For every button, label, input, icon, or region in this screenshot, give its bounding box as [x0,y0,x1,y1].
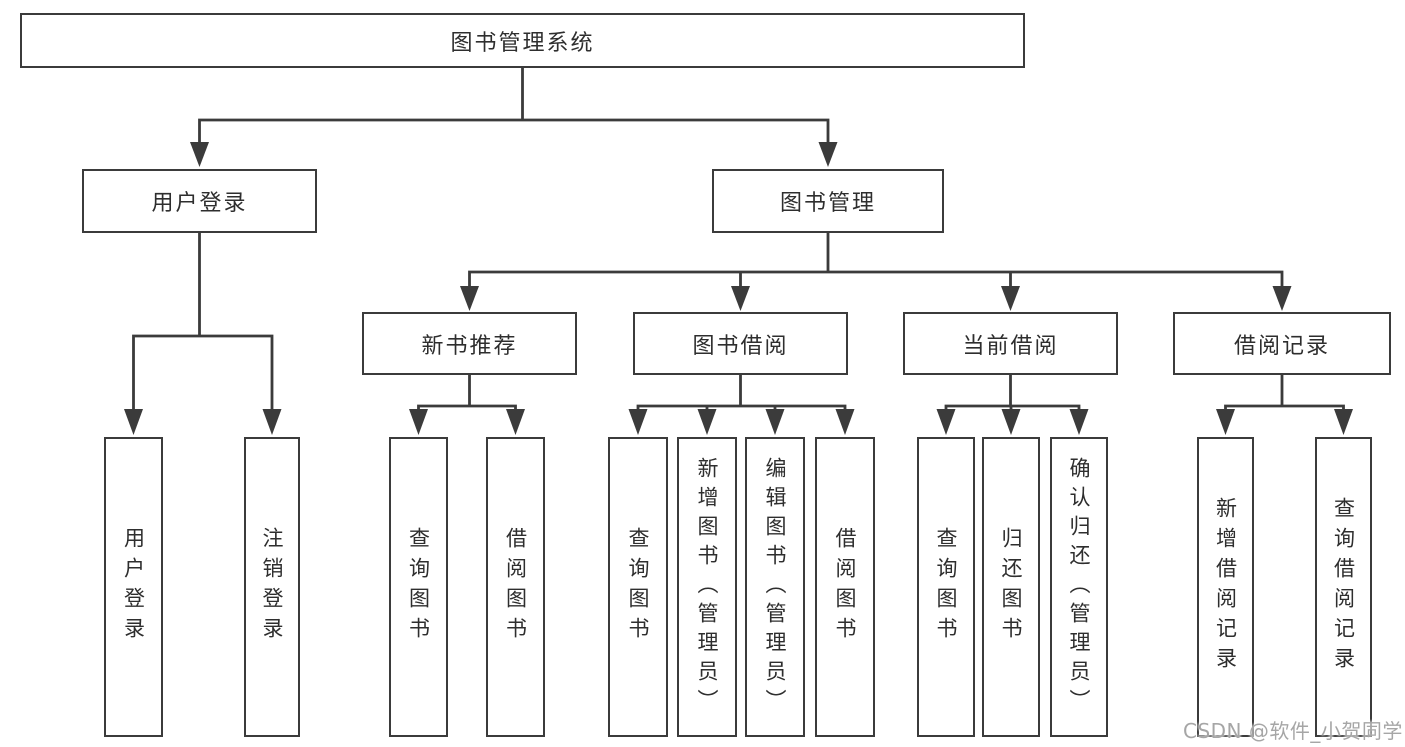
arrowhead [409,409,428,435]
leaf-label: 归还图书 [999,527,1023,647]
leaf-user-login: 用户登录 [104,437,163,737]
arrowhead [936,409,956,435]
leaf-label: 查询图书 [626,527,650,647]
connector-root-split [190,66,838,167]
arrowhead [697,409,717,435]
leaf-label: 新增借阅记录 [1213,497,1238,677]
arrowhead [1216,409,1235,435]
leaf-borrow-query: 查询图书 [608,437,668,737]
connector-user-login-split [124,231,282,435]
node-user-login-label: 用户登录 [151,191,248,216]
arrowhead [1001,409,1021,435]
arrowhead [506,409,525,435]
node-current-borrow: 当前借阅 [903,312,1118,375]
node-book-borrow: 图书借阅 [633,312,848,375]
arrowhead [460,286,479,311]
node-new-books-label: 新书推荐 [421,333,518,359]
connector-new-books-split [409,373,525,435]
leaf-label: 编辑图书（管理员） [763,456,787,718]
arrowhead [731,286,750,311]
leaf-records-query: 查询借阅记录 [1315,437,1372,737]
leaf-label: 借阅图书 [503,527,528,647]
arrowhead [262,409,282,435]
node-current-borrow-label: 当前借阅 [962,333,1059,359]
arrowhead [835,409,855,435]
leaf-label: 用户登录 [121,527,146,647]
node-borrow-records-label: 借阅记录 [1233,333,1330,359]
connector-book-borrow-split [628,373,855,435]
arrowhead [1334,409,1353,435]
leaf-current-return: 归还图书 [982,437,1040,737]
arrowhead [1001,286,1020,311]
arrowhead [1069,409,1089,435]
node-borrow-records: 借阅记录 [1173,312,1391,375]
connector-book-mgmt-split [460,231,1292,311]
leaf-current-confirm-admin: 确认归还（管理员） [1050,437,1108,737]
watermark-text: CSDN @软件_小贺同学 [1183,719,1403,743]
leaf-current-query: 查询图书 [917,437,975,737]
arrowhead [1272,286,1292,311]
leaf-label: 确认归还（管理员） [1067,456,1091,718]
arrowhead [190,142,209,167]
arrowhead [818,142,838,167]
leaf-borrow-book: 借阅图书 [815,437,875,737]
leaf-borrow-edit-admin: 编辑图书（管理员） [745,437,805,737]
connector-current-borrow-split [936,373,1089,435]
arrowhead [124,409,143,435]
leaf-label: 借阅图书 [833,527,857,647]
leaf-label: 查询借阅记录 [1331,497,1356,677]
leaf-new-books-query: 查询图书 [389,437,448,737]
arrowhead [628,409,648,435]
node-book-mgmt: 图书管理 [712,169,944,233]
arrowhead [765,409,785,435]
leaf-label: 注销登录 [260,527,284,647]
leaf-logout: 注销登录 [244,437,300,737]
node-root-label: 图书管理系统 [450,30,595,56]
leaf-borrow-add-admin: 新增图书（管理员） [677,437,737,737]
connector-borrow-records-split [1216,373,1353,435]
leaf-new-books-borrow: 借阅图书 [486,437,545,737]
leaf-label: 查询图书 [406,527,431,647]
leaf-records-add: 新增借阅记录 [1197,437,1254,737]
leaf-label: 查询图书 [934,527,958,647]
node-root: 图书管理系统 [20,13,1025,68]
leaf-label: 新增图书（管理员） [695,456,719,718]
node-book-borrow-label: 图书借阅 [692,333,789,359]
node-new-books: 新书推荐 [362,312,577,375]
node-user-login: 用户登录 [82,169,317,233]
node-book-mgmt-label: 图书管理 [779,191,876,216]
